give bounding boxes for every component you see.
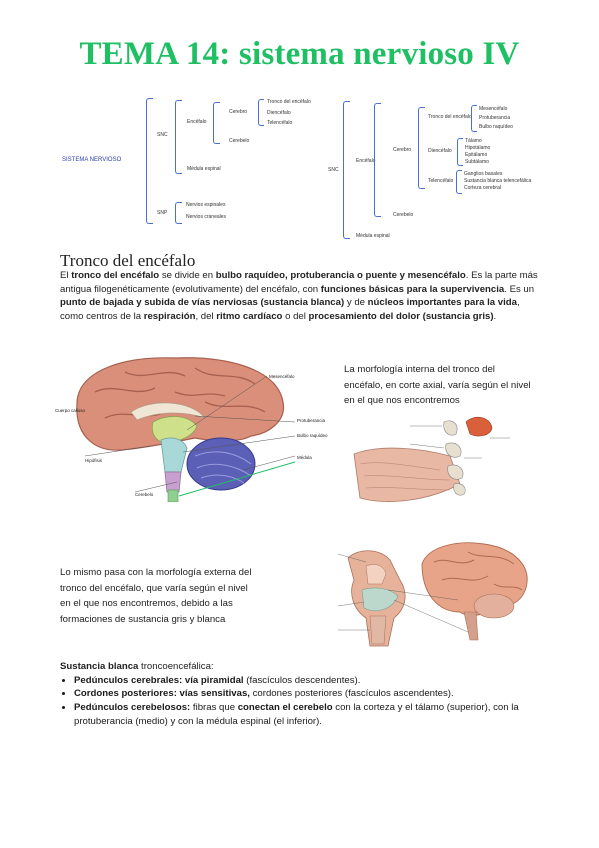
intro-bold: respiración <box>143 311 196 323</box>
intro-bold: ritmo cardíaco <box>216 311 283 323</box>
label-hipofisis: Hipófisis <box>85 458 103 463</box>
mindmap-tronco-right: Tronco del encéfalo <box>428 114 472 120</box>
bracket-diencefalo-right <box>457 138 463 166</box>
bullet-term: Cordones posteriores: <box>74 688 177 700</box>
mindmap-cerebro-right: Cerebro <box>393 147 412 153</box>
mindmap-telencefalo: Telencéfalo <box>267 120 293 126</box>
bracket-encefalo <box>213 102 220 144</box>
label-mesencefalo: Mesencéfalo <box>269 374 295 379</box>
tele-item: Corteza cerebral <box>464 185 501 191</box>
bullet-term: Pedúnculos cerebelosos: <box>74 702 191 714</box>
mindmap-telencefalo-right: Telencéfalo <box>428 178 454 184</box>
intro-bold: tronco del encéfalo <box>71 270 160 281</box>
bullet-term: Pedúnculos cerebrales: <box>74 674 183 686</box>
mindmap: SISTEMA NERVIOSO SNC Encéfalo Cerebro Tr… <box>0 90 599 250</box>
mindmap-snc-right: SNC <box>328 167 339 173</box>
bracket-snp <box>175 202 182 224</box>
bullet-bold: vías sensitivas, <box>176 688 250 700</box>
dien-item: Epitálamo <box>465 152 488 158</box>
mindmap-snc: SNC <box>157 132 168 138</box>
mindmap-cerebelo: Cerebelo <box>229 138 250 144</box>
label-bulbo: Bulbo raquídeo <box>297 433 328 438</box>
white-matter-heading-bold: Sustancia blanca <box>60 661 139 672</box>
intro-text: , del <box>195 311 217 323</box>
intro-text: y de <box>344 297 368 309</box>
mindmap-diencefalo-right: Diencéfalo <box>428 148 452 154</box>
mindmap-diencefalo: Diencéfalo <box>267 110 291 116</box>
intro-paragraph: El tronco del encéfalo se divide en bulb… <box>60 269 542 324</box>
intro-bold: bulbo raquídeo, protuberancia o puente y… <box>215 270 466 281</box>
label-protuberancia: Protuberancia <box>297 418 326 423</box>
axial-sections-figure <box>350 414 540 514</box>
bullet-text: cordones posteriores (fascículos ascende… <box>249 688 454 700</box>
note-internal-morphology: La morfología interna del tronco del enc… <box>344 364 531 407</box>
mindmap-cerebro: Cerebro <box>229 109 248 115</box>
mindmap-snp: SNP <box>157 210 168 216</box>
bracket-telencefalo-right <box>456 170 462 194</box>
bracket-root <box>146 98 153 224</box>
mindmap-medula: Médula espinal <box>187 166 221 172</box>
intro-text: El <box>60 270 72 281</box>
bullet-text: (fascículos descendentes). <box>243 674 361 686</box>
note-external-morphology: Lo mismo pasa con la morfología externa … <box>60 567 252 625</box>
mindmap-cerebelo-right: Cerebelo <box>393 212 414 218</box>
tele-item: Ganglios basales <box>464 171 503 177</box>
dien-item: Hipotálamo <box>465 145 491 151</box>
external-brainstem-figure <box>318 540 538 650</box>
intro-text: . Es un <box>504 283 535 295</box>
white-matter-heading: Sustancia blanca troncoencefálica: <box>60 660 542 674</box>
mindmap-root: SISTEMA NERVIOSO <box>62 157 122 163</box>
tronco-item: Mesencéfalo <box>479 106 508 112</box>
label-cuerpo-calloso: Cuerpo calloso <box>55 408 86 413</box>
label-cerebelo: Cerebelo <box>135 492 154 497</box>
intro-bold: punto de bajada y subida de vías nervios… <box>60 297 345 309</box>
white-matter-section: Sustancia blanca troncoencefálica: Pedún… <box>60 660 542 729</box>
white-matter-heading-rest: troncoencefálica: <box>138 661 214 672</box>
list-item: Cordones posteriores: vías sensitivas, c… <box>74 687 542 701</box>
mindmap-encefalo-right: Encéfalo <box>356 158 376 164</box>
dien-item: Tálamo <box>465 138 482 144</box>
intro-bold: funciones básicas para la supervivencia <box>320 283 505 295</box>
brain-sagittal-figure: Mesencéfalo Cuerpo calloso Protuberancia… <box>55 352 328 503</box>
bullet-bold: vía piramidal <box>182 674 244 686</box>
intro-text: . <box>493 311 497 323</box>
page-title: TEMA 14: sistema nervioso IV <box>79 36 520 72</box>
intro-text: . Es la parte más antigua filogenéticame… <box>60 270 538 295</box>
bullet-text: fibras que <box>190 702 238 714</box>
mindmap-encefalo: Encéfalo <box>187 119 207 125</box>
section-heading: Tronco del encéfalo <box>60 251 196 270</box>
bracket-tronco-right <box>471 105 477 132</box>
bracket-cerebro <box>258 99 264 126</box>
intro-text: , como centros de la <box>60 297 520 323</box>
mindmap-nervios-espinales: Nervios espinales <box>186 202 226 208</box>
bracket-cerebro-right <box>418 107 425 189</box>
tronco-item: Bulbo raquídeo <box>479 124 513 130</box>
dien-item: Subtálamo <box>465 159 489 165</box>
mindmap-tronco: Tronco del encéfalo <box>267 99 311 105</box>
bracket-snc <box>175 100 182 174</box>
bullet-text: con la corteza y el tálamo (superior), c… <box>74 702 519 727</box>
tele-item: Sustancia blanca telencefálica <box>464 178 532 184</box>
bullet-bold: conectan el cerebelo <box>237 702 333 714</box>
intro-bold: procesamiento del dolor (sustancia gris) <box>308 311 494 323</box>
list-item: Pedúnculos cerebrales: vía piramidal (fa… <box>74 674 542 688</box>
bracket-snc-right <box>343 101 350 239</box>
mindmap-nervios-craneales: Nervios craneales <box>186 214 227 220</box>
brain-sagittal-illustration <box>76 357 296 503</box>
intro-text: o del <box>282 311 309 323</box>
white-matter-list: Pedúnculos cerebrales: vía piramidal (fa… <box>60 674 542 729</box>
tronco-item: Protuberancia <box>479 115 511 121</box>
bracket-encefalo-right <box>374 103 381 217</box>
list-item: Pedúnculos cerebelosos: fibras que conec… <box>74 701 542 728</box>
axial-sections-illustration <box>353 416 510 502</box>
intro-bold: núcleos importantes para la vida <box>367 297 517 309</box>
mindmap-medula-right: Médula espinal <box>356 233 390 239</box>
external-brainstem-illustration <box>337 542 528 647</box>
intro-text: se divide en <box>159 270 216 281</box>
label-medula: Médula <box>297 455 312 460</box>
